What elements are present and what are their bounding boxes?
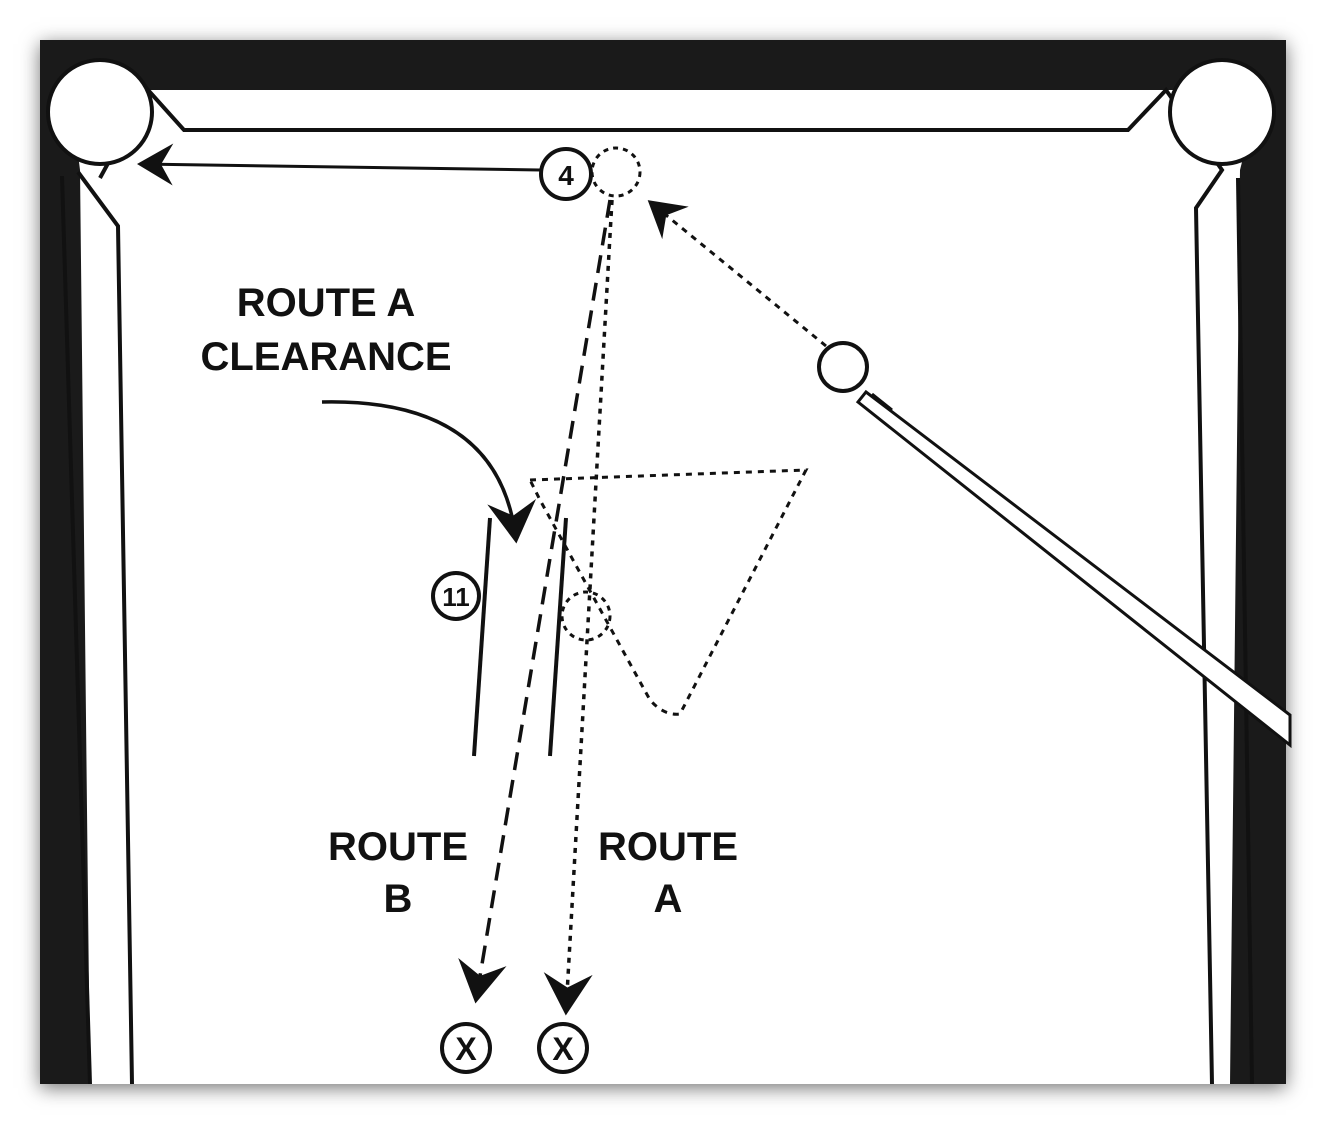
svg-text:11: 11: [442, 582, 470, 612]
cushion-left-outline: [76, 170, 134, 1084]
svg-text:X: X: [455, 1031, 477, 1067]
target-route-a: X: [537, 1022, 589, 1074]
cue-ball-route-a-loop: [527, 468, 809, 716]
top-rail: [62, 40, 1262, 100]
route-b-label-line2: B: [384, 877, 413, 921]
clearance-arrow: [321, 400, 537, 544]
clearance-label-line2: CLEARANCE: [200, 335, 451, 379]
svg-text:4: 4: [558, 160, 574, 191]
rail-inner-right: [1236, 177, 1254, 1084]
route-b-label-line1: ROUTE: [328, 825, 468, 869]
cushion: [70, 90, 1260, 1084]
route-a-label-line2: A: [654, 877, 683, 921]
target-route-b: X: [440, 1022, 492, 1074]
corner-pocket-left: [46, 58, 154, 166]
cue-stick: [855, 389, 1292, 749]
route-a-path: [543, 199, 614, 1016]
route-a-label-line1: ROUTE: [598, 825, 738, 869]
cue-ball: [817, 341, 869, 393]
ghost-ball: [590, 146, 642, 198]
route-a-contact-ball: [560, 590, 612, 642]
blocker-ball: 11: [431, 571, 481, 621]
corner-pocket-right: [1168, 58, 1276, 166]
svg-text:X: X: [552, 1031, 574, 1067]
cushion-outline: [98, 86, 1225, 1084]
object-ball: 4: [539, 147, 593, 201]
route-b-path: [458, 199, 612, 1004]
clearance-line-left: [472, 517, 492, 757]
clearance-label-line1: ROUTE A: [237, 281, 416, 325]
object-ball-path: [137, 143, 541, 186]
rail-inner-left: [60, 175, 92, 1084]
cue-ball-path: [647, 200, 827, 348]
clearance-line-right: [548, 517, 568, 757]
